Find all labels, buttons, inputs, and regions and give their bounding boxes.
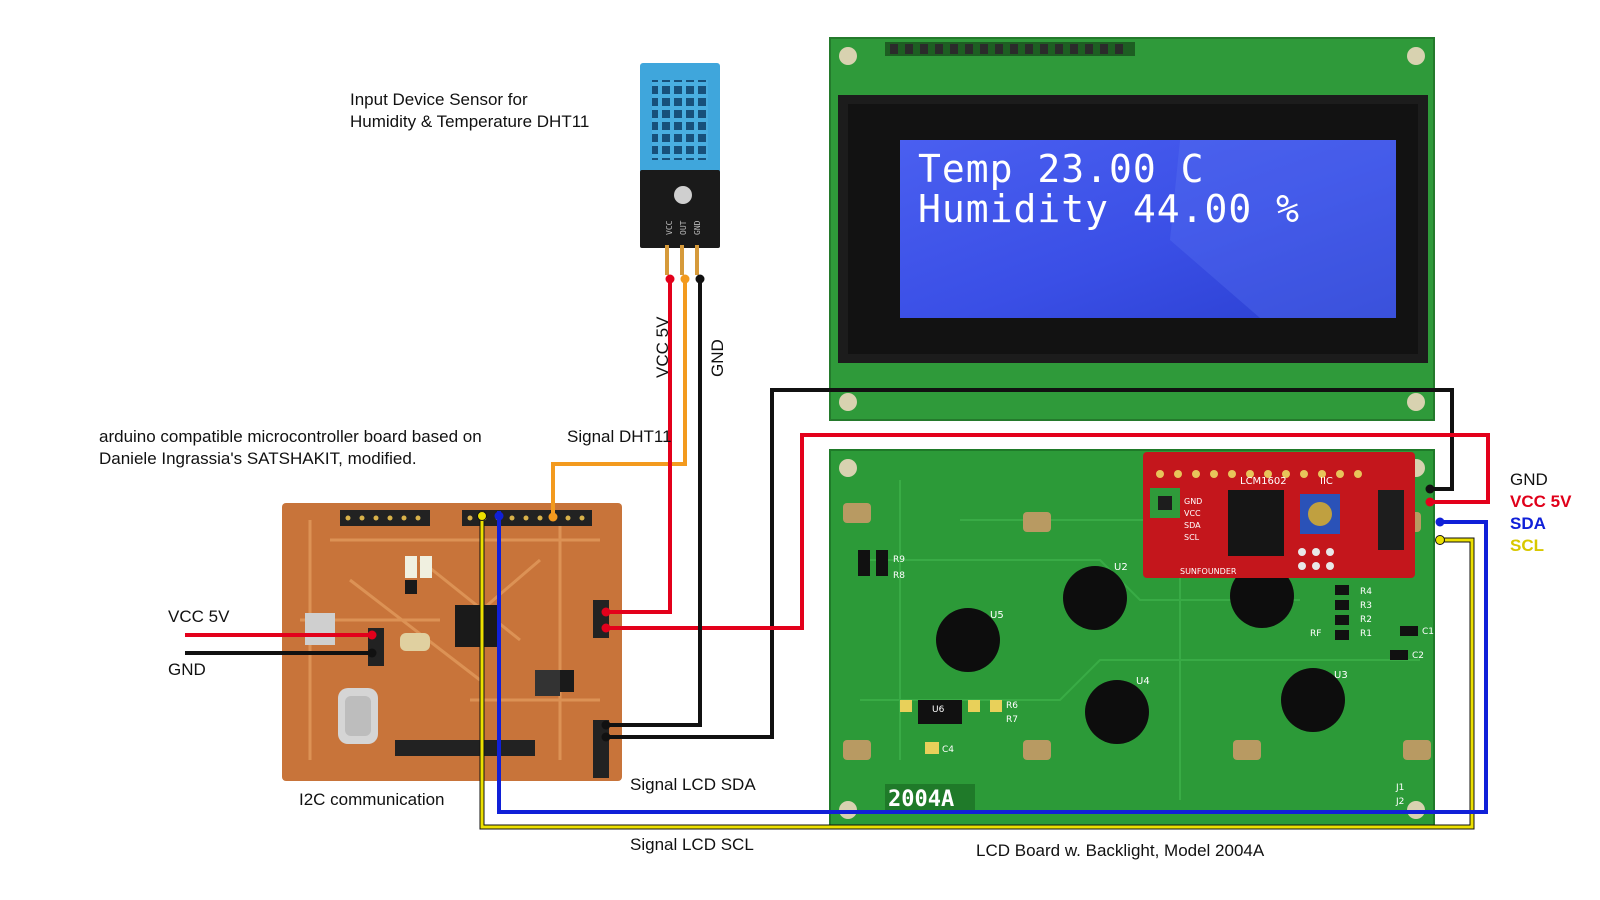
jumper-j1: J1 <box>1395 783 1404 793</box>
vcc-5v-power-label: VCC 5V <box>168 607 230 626</box>
jumper-j2: J2 <box>1395 797 1404 807</box>
chip-u5-label: U5 <box>990 610 1004 621</box>
res-r9: R9 <box>893 555 905 565</box>
dht11-sensor: VCC OUT GND <box>640 63 720 275</box>
lcd-model-label: 2004A <box>888 787 954 812</box>
pin-sda-label: SDA <box>1510 514 1546 533</box>
res-r2: R2 <box>1360 615 1372 625</box>
res-r6: R6 <box>1006 701 1018 711</box>
res-rf: RF <box>1310 629 1321 639</box>
res-r4: R4 <box>1360 587 1372 597</box>
satshakit-board <box>282 503 622 781</box>
lcd-back-board: U2 U3 U4 U5 R9 R8 R6 R7 R4 R3 R2 R1 RF C… <box>829 449 1435 829</box>
pin-vcc-label: VCC 5V <box>1510 492 1572 511</box>
cap-c2: C2 <box>1412 651 1424 661</box>
vcc-5v-sensor-label: VCC 5V <box>653 316 672 378</box>
i2c-pin-scl: SCL <box>1184 533 1200 542</box>
sensor-pin-out-label: OUT <box>679 220 688 235</box>
chip-u6: U6 <box>932 705 945 715</box>
i2c-backpack: LCM1602 IIC SUNFOUNDER GND VCC SDA SCL <box>1143 452 1415 578</box>
res-r8: R8 <box>893 571 905 581</box>
i2c-pin-gnd: GND <box>1184 497 1202 506</box>
i2c-tag-label: IIC <box>1320 476 1333 487</box>
wire-signal-dht11 <box>551 279 687 517</box>
i2c-pin-sda: SDA <box>1184 521 1201 530</box>
res-r1: R1 <box>1360 629 1372 639</box>
wire-sda <box>497 511 1488 814</box>
chip-u4-label: U4 <box>1136 676 1150 687</box>
lcd-line-2: Humidity 44.00 % <box>918 187 1300 231</box>
brand-label: SUNFOUNDER <box>1180 567 1237 576</box>
board-title-line2: Daniele Ingrassia's SATSHAKIT, modified. <box>99 449 417 468</box>
signal-lcd-scl-label: Signal LCD SCL <box>630 835 754 854</box>
wire-endpoints <box>367 274 1445 742</box>
cap-c4: C4 <box>942 745 954 755</box>
board-title-line1: arduino compatible microcontroller board… <box>99 427 482 446</box>
i2c-module-label: LCM1602 <box>1240 476 1287 487</box>
cap-c1: C1 <box>1422 627 1434 637</box>
pin-gnd-label: GND <box>1510 470 1548 489</box>
sensor-pin-vcc-label: VCC <box>665 220 674 235</box>
sensor-title-line2: Humidity & Temperature DHT11 <box>350 112 590 131</box>
lcd-header-pins <box>885 42 1135 56</box>
signal-dht11-label: Signal DHT11 <box>567 427 672 446</box>
lcd-front-board: Temp 23.00 C Humidity 44.00 % <box>829 37 1435 421</box>
sensor-pin-gnd-label: GND <box>693 220 702 235</box>
wires <box>185 279 1490 830</box>
signal-lcd-sda-label: Signal LCD SDA <box>630 775 756 794</box>
res-r7: R7 <box>1006 715 1018 725</box>
res-r3: R3 <box>1360 601 1372 611</box>
chip-u3-label: U3 <box>1334 670 1348 681</box>
lcd-board-caption: LCD Board w. Backlight, Model 2004A <box>976 841 1265 860</box>
lcd-line-1: Temp 23.00 C <box>918 147 1205 191</box>
i2c-communication-label: I2C communication <box>299 790 445 809</box>
sensor-title-line1: Input Device Sensor for <box>350 90 528 109</box>
wire-vcc-lcd <box>606 433 1490 630</box>
wire-vcc-sensor <box>606 279 672 614</box>
wire-gnd-lcd <box>606 388 1454 739</box>
wire-gnd-sensor <box>606 279 702 727</box>
gnd-sensor-label: GND <box>708 339 727 377</box>
chip-u2-label: U2 <box>1114 562 1128 573</box>
pin-scl-label: SCL <box>1510 536 1544 555</box>
i2c-pin-vcc: VCC <box>1184 509 1201 518</box>
gnd-power-label: GND <box>168 660 206 679</box>
